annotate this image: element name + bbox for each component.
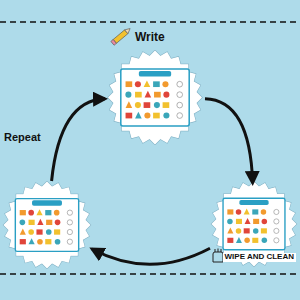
step-label: WIPE AND CLEAN bbox=[223, 253, 296, 262]
cycle-arrow bbox=[205, 99, 253, 183]
cycle-arrow bbox=[92, 248, 210, 264]
hand-icon bbox=[213, 249, 223, 263]
worksheet-badge bbox=[108, 50, 202, 144]
worksheet-node: WIPE AND CLEAN bbox=[210, 183, 298, 267]
step-label: Repeat bbox=[4, 131, 41, 143]
worksheet-badge bbox=[211, 181, 296, 266]
worksheet-node: Write bbox=[105, 50, 205, 145]
worksheet-badge bbox=[3, 181, 90, 268]
worksheet-node: Repeat bbox=[2, 181, 92, 269]
cycle-arrow bbox=[52, 99, 105, 181]
dashed-rule bbox=[0, 21, 300, 23]
step-label: Write bbox=[135, 31, 165, 44]
dashed-rule bbox=[0, 273, 300, 275]
pencil-icon bbox=[111, 27, 132, 46]
